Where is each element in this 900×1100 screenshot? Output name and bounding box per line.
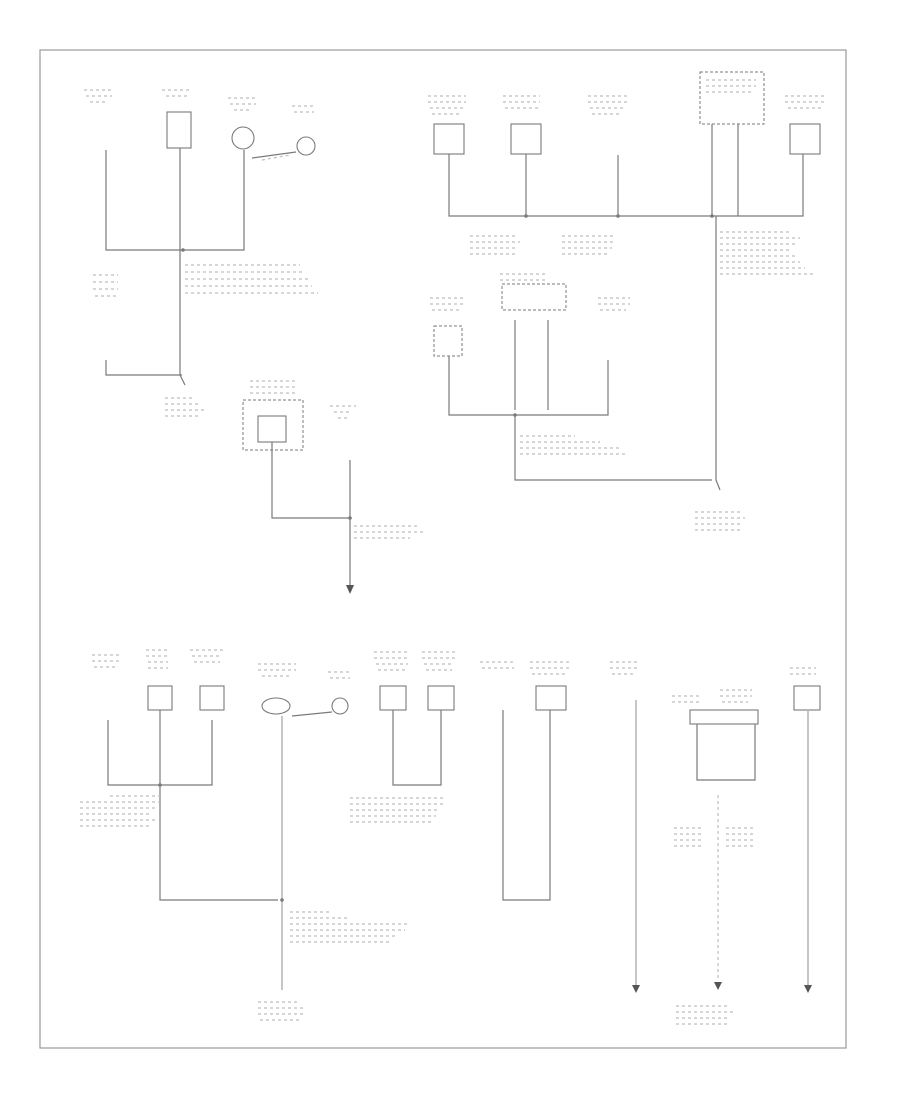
lamp-tl-3 xyxy=(231,126,255,150)
component-tl-2 xyxy=(166,111,192,149)
component-tr-3 xyxy=(699,71,765,125)
component-b-2 xyxy=(147,685,173,711)
cluster-top-left xyxy=(80,86,318,417)
component-cl-1 xyxy=(242,399,304,451)
top-left-labels xyxy=(80,86,316,113)
component-b-6 xyxy=(379,685,407,711)
component-b-7 xyxy=(427,685,455,711)
component-tr-6 xyxy=(433,325,463,357)
component-tr-2 xyxy=(510,123,542,155)
cluster-bottom xyxy=(80,649,821,1025)
lamp-b-5 xyxy=(331,697,349,715)
component-b-3 xyxy=(199,685,225,711)
lamp-tl-4 xyxy=(296,136,316,156)
component-b-9 xyxy=(689,709,759,725)
component-tr-5 xyxy=(501,283,567,311)
diagram-frame xyxy=(39,49,847,1049)
component-tr-1 xyxy=(433,123,465,155)
component-tr-4 xyxy=(789,123,821,155)
component-b-10 xyxy=(793,685,821,711)
cluster-center-left xyxy=(242,380,425,594)
cluster-top-right xyxy=(428,71,826,531)
component-b-8 xyxy=(535,685,567,711)
lamp-b-4 xyxy=(261,697,291,715)
